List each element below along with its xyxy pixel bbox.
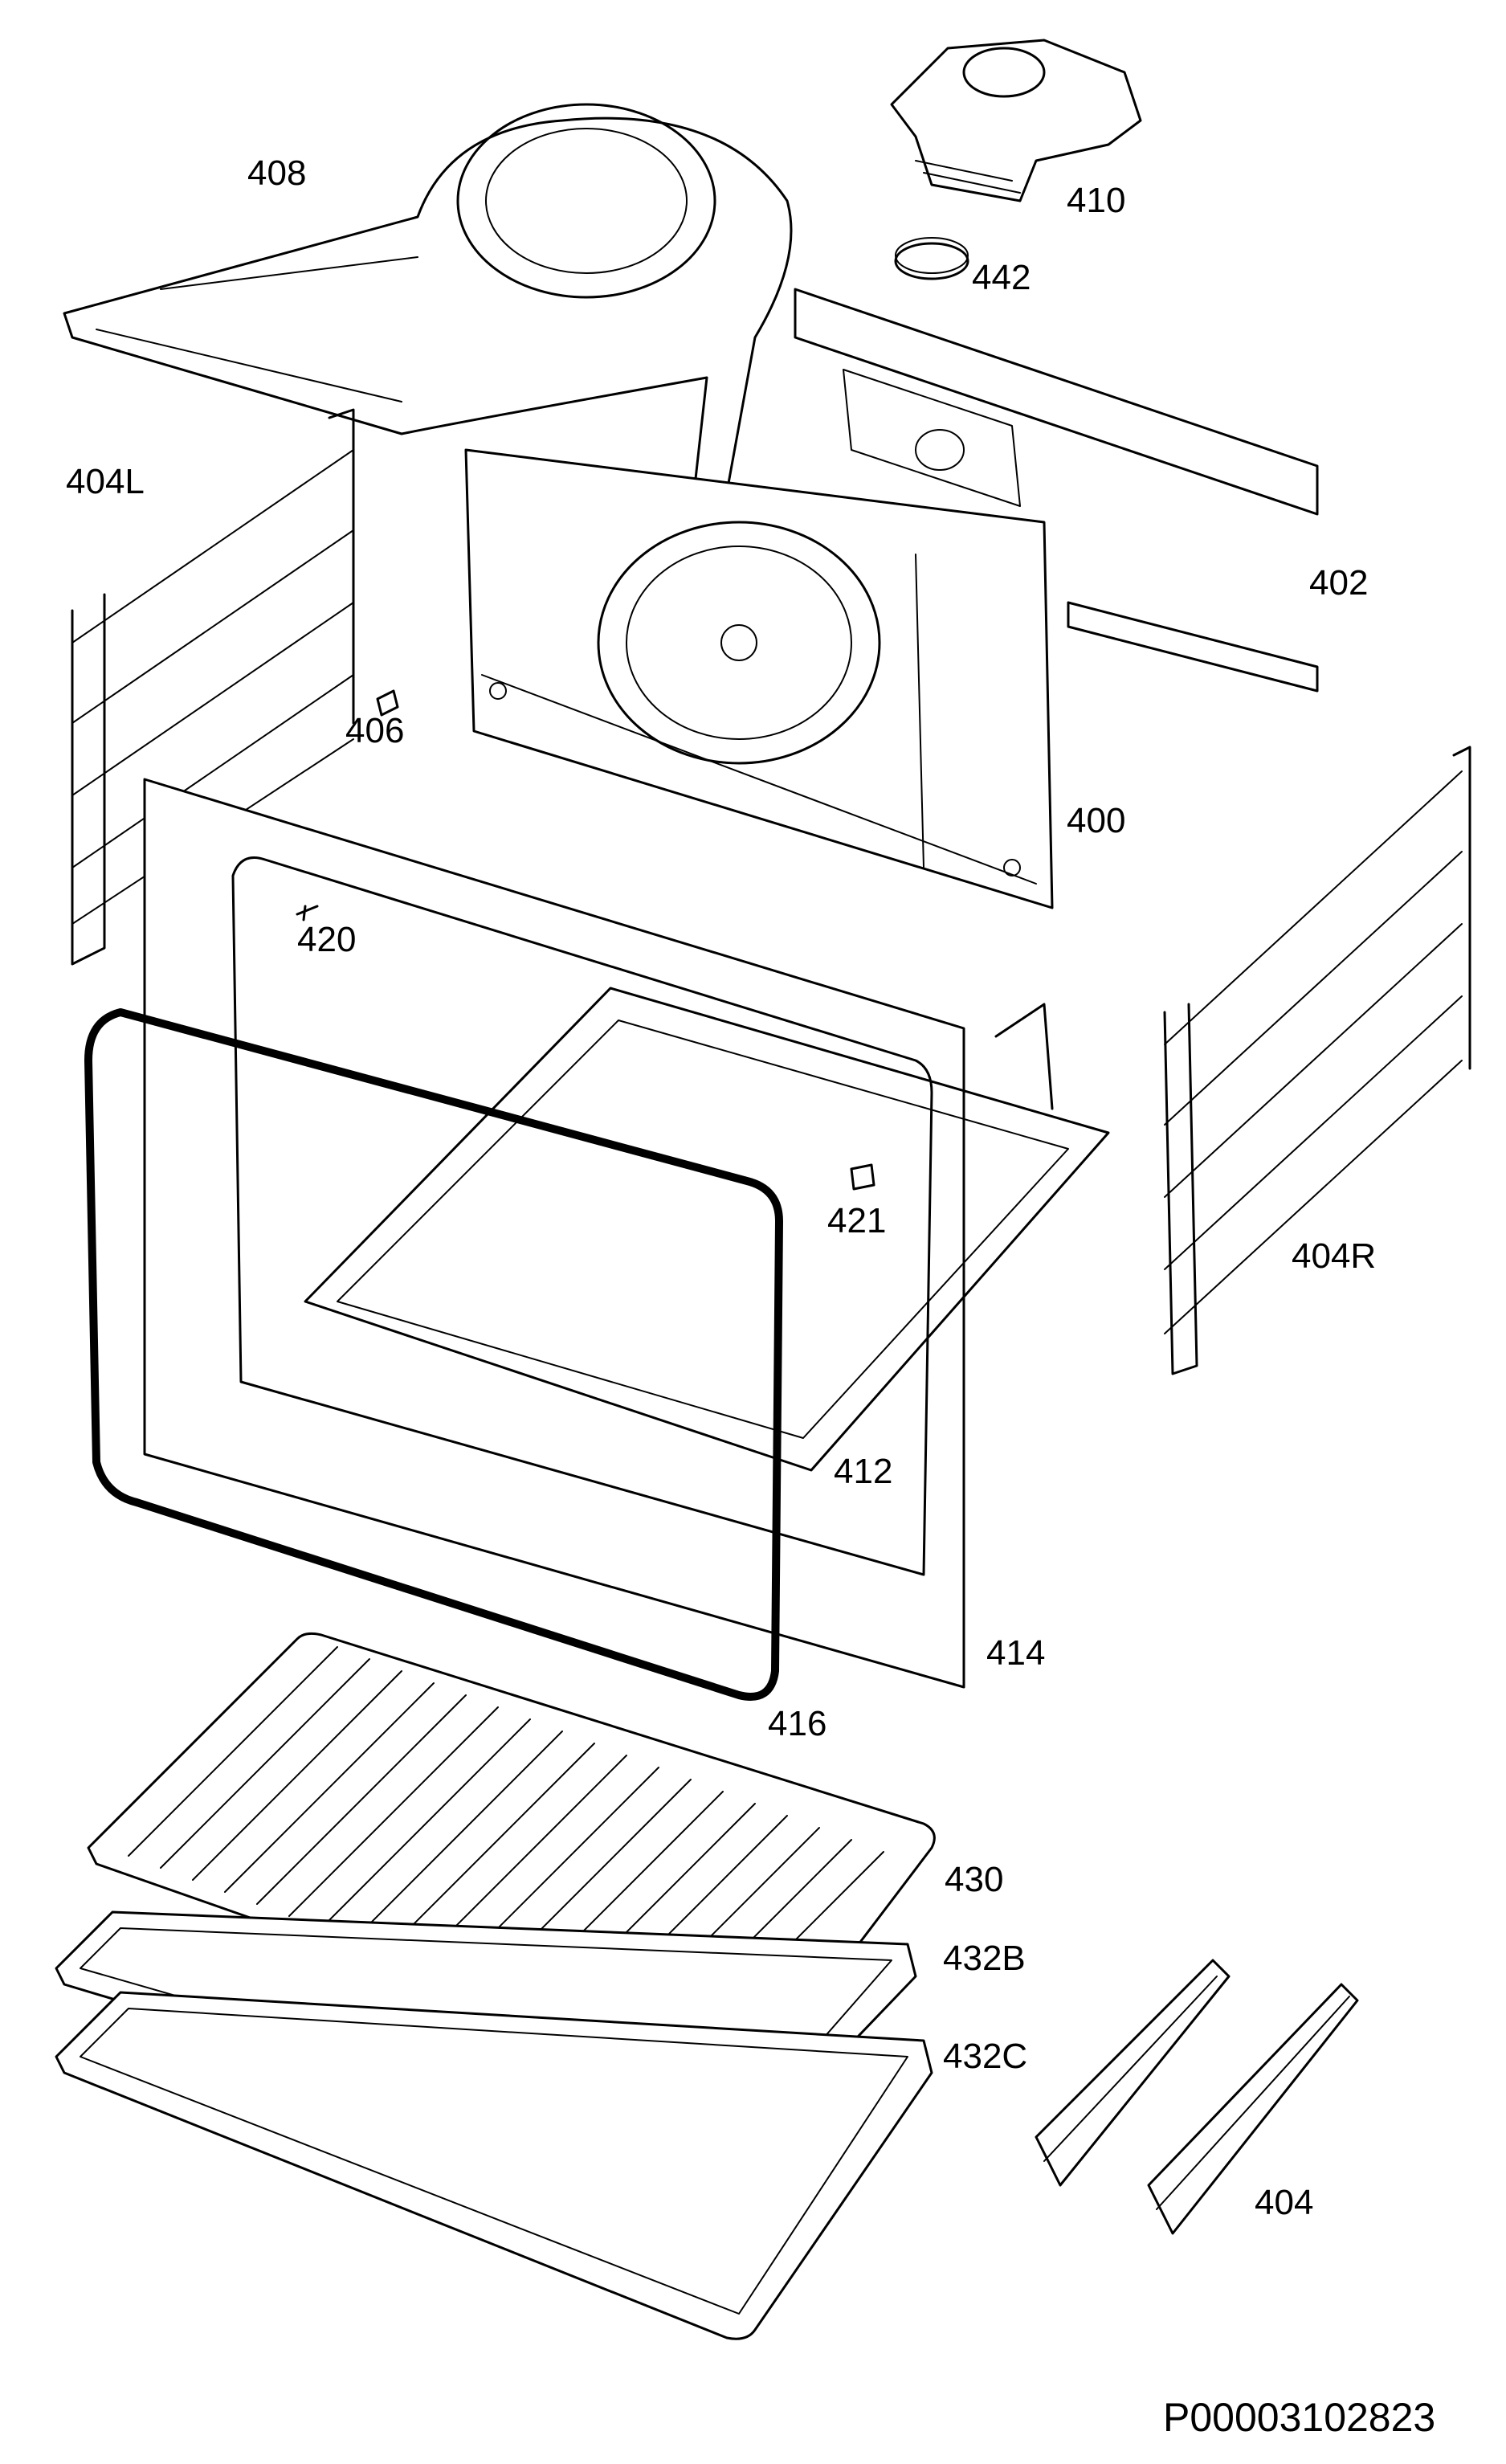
label-420: 420	[297, 920, 357, 959]
part-442-disc	[894, 237, 969, 280]
part-404L-left-rail	[71, 408, 355, 966]
part-421-screw	[850, 1163, 875, 1191]
label-416: 416	[768, 1704, 827, 1743]
part-412-bottom-frame	[304, 987, 1110, 1472]
part-414-oven-frame	[143, 778, 965, 1689]
label-430: 430	[945, 1860, 1004, 1899]
label-404R: 404R	[1292, 1236, 1377, 1276]
label-421: 421	[827, 1201, 887, 1240]
label-410: 410	[1067, 181, 1126, 220]
part-402-back-strip	[794, 288, 1319, 693]
label-402: 402	[1309, 563, 1369, 603]
part-404-runners	[1035, 1959, 1359, 2235]
label-408: 408	[247, 153, 307, 193]
part-432C-tray	[55, 1991, 933, 2340]
part-406-clip	[376, 689, 399, 717]
label-404: 404	[1255, 2183, 1314, 2222]
part-410-fan-motor	[890, 39, 1142, 202]
label-442: 442	[972, 258, 1031, 297]
drawing-code: P00003102823	[1163, 2395, 1436, 2440]
label-432B: 432B	[943, 1939, 1026, 1978]
part-404R-right-rail	[1163, 746, 1471, 1375]
label-414: 414	[986, 1633, 1046, 1673]
label-406: 406	[345, 711, 405, 750]
part-400-back-panel	[464, 448, 1054, 909]
label-400: 400	[1067, 801, 1126, 840]
label-412: 412	[834, 1452, 893, 1491]
label-404L: 404L	[66, 462, 145, 501]
part-416-door-seal	[84, 1008, 783, 1701]
part-420-screw	[296, 905, 319, 921]
label-432C: 432C	[943, 2037, 1028, 2076]
part-408-top-cover	[63, 103, 793, 524]
